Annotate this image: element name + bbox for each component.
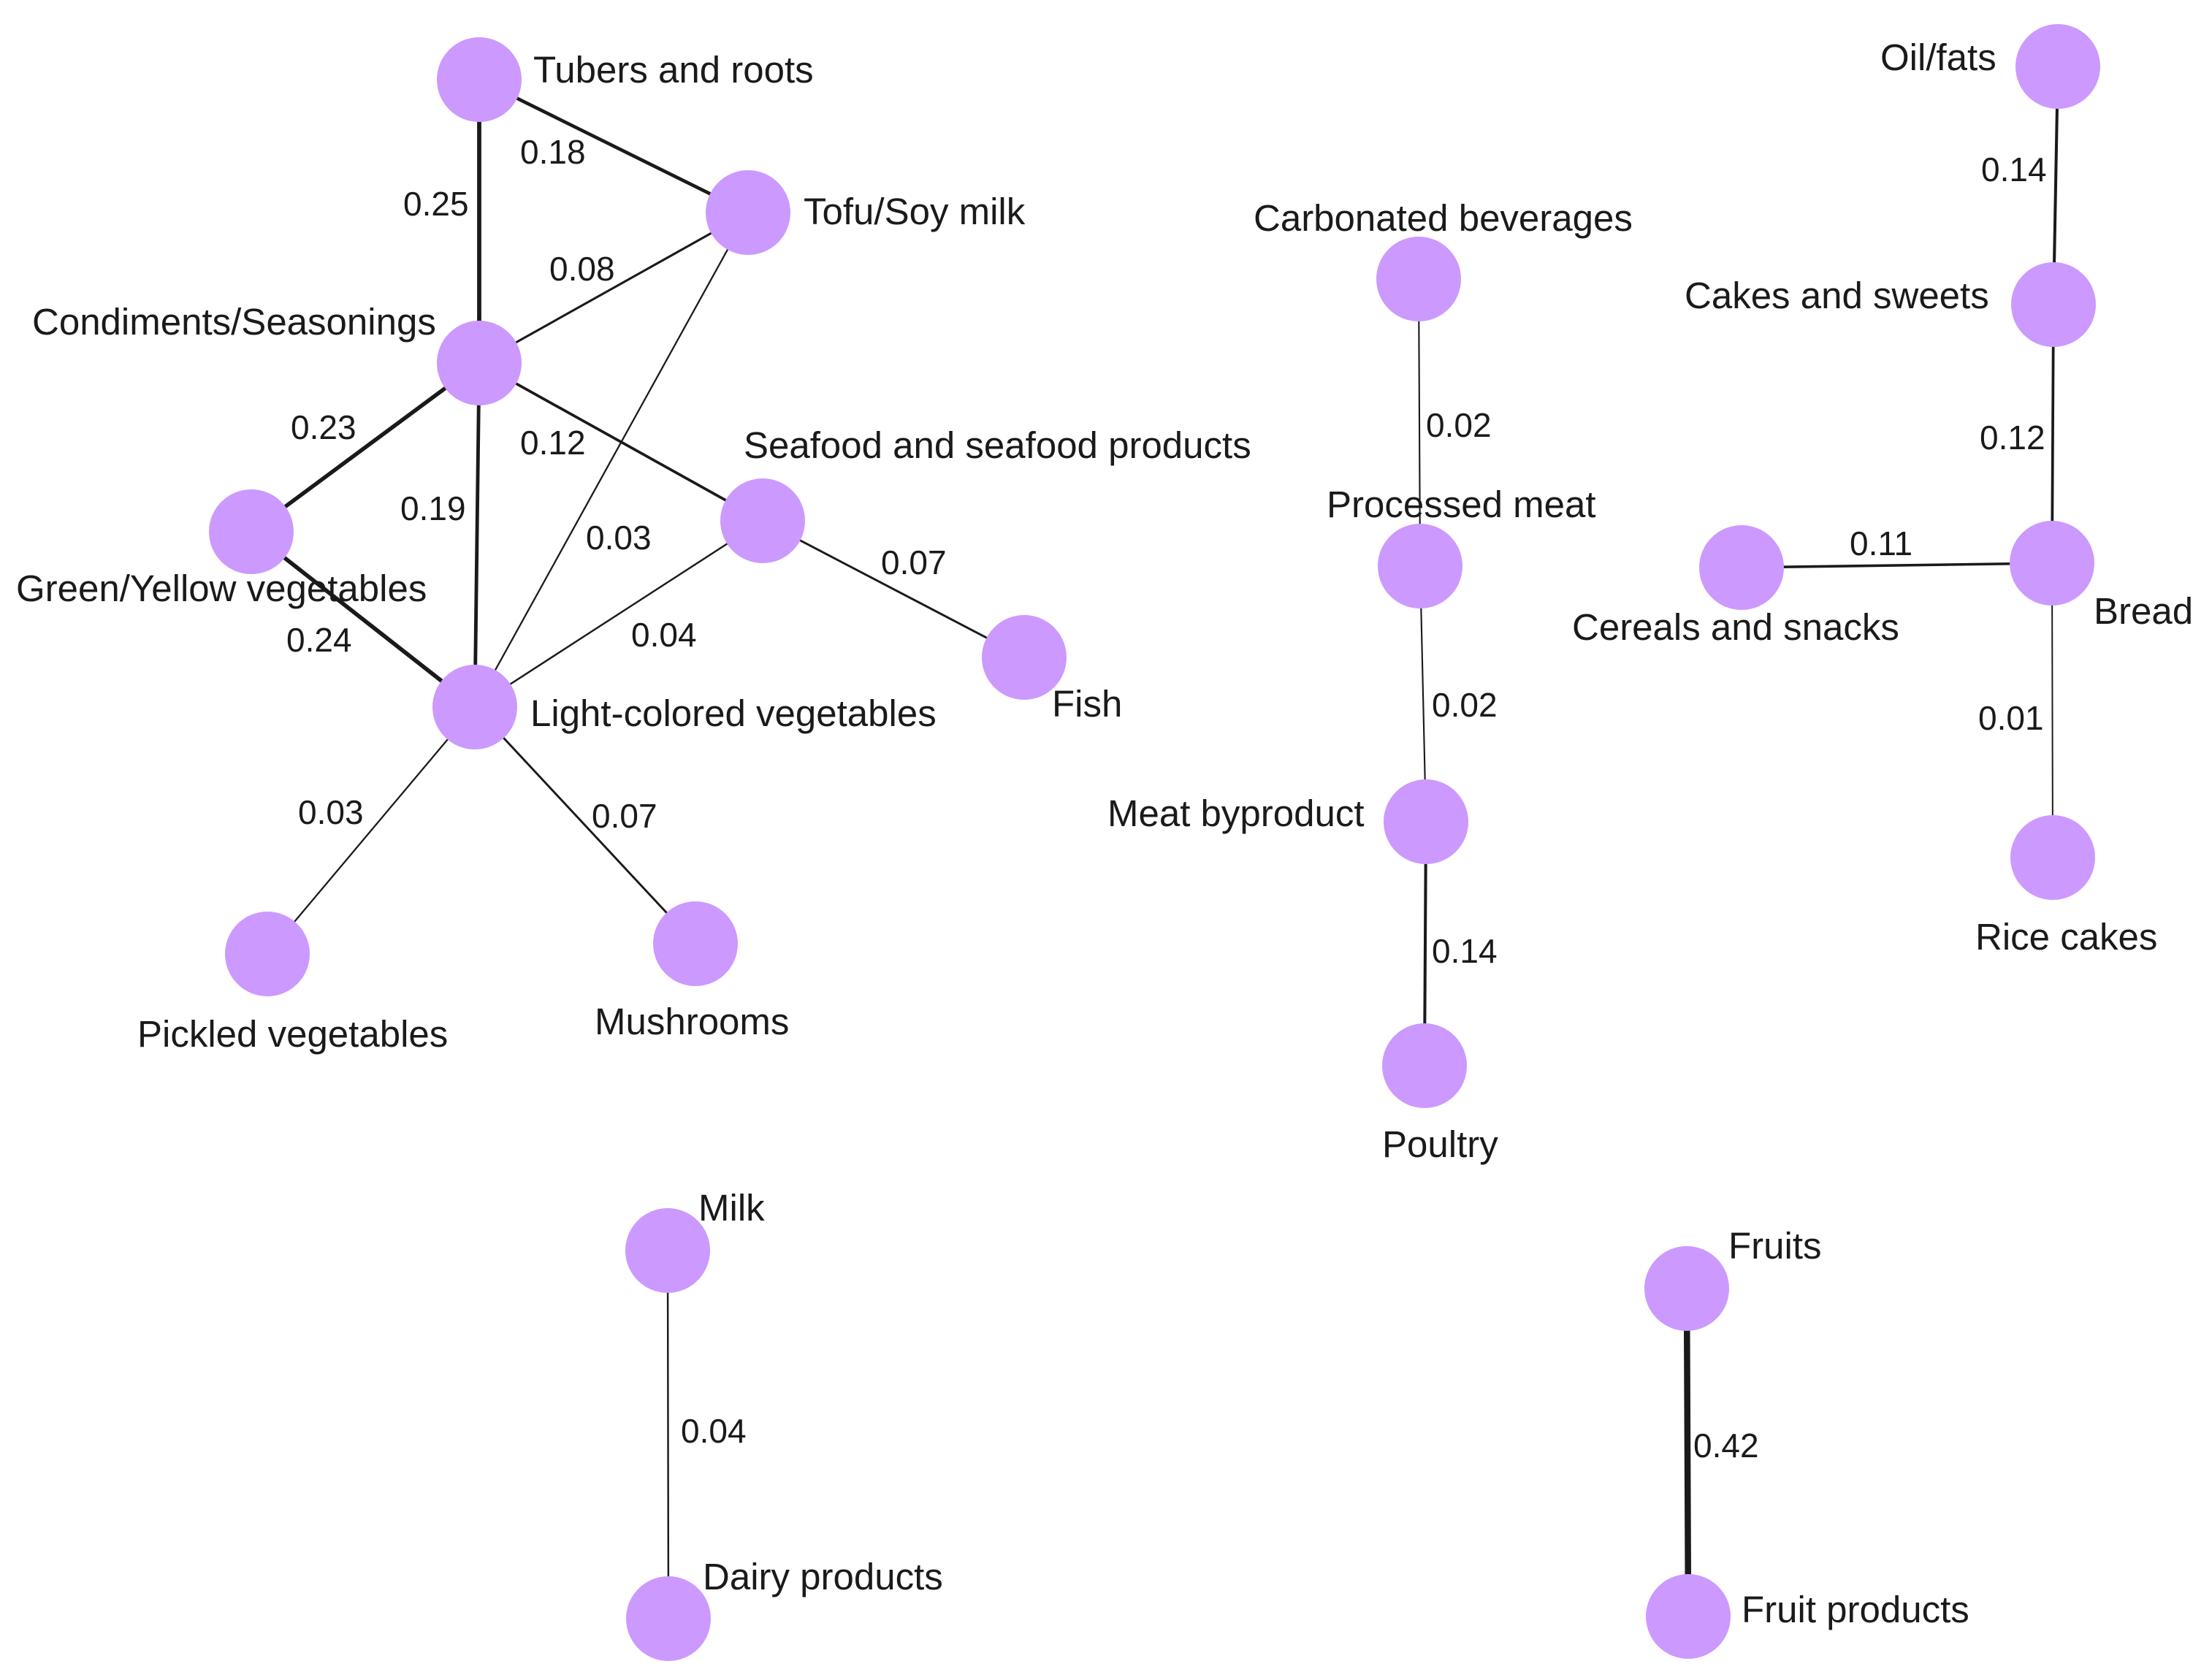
edge-weight-label: 0.11 <box>1850 524 1912 562</box>
edge-lightveg-mushrooms <box>473 706 697 944</box>
edge-weight-label: 0.08 <box>549 250 615 288</box>
edge-weight-label: 0.03 <box>586 519 652 557</box>
edge-weight-label: 0.14 <box>1432 932 1498 970</box>
node-label-light-colored-vegetables: Light-colored vegetables <box>530 692 937 734</box>
node-label-seafood-and-seafood-products: Seafood and seafood products <box>744 424 1251 466</box>
node-carbonated-beverages <box>1376 237 1461 321</box>
node-label-fruit-products: Fruit products <box>1742 1589 1969 1630</box>
edge-weight-label: 0.25 <box>403 185 469 223</box>
edge-weight-label: 0.19 <box>400 489 466 527</box>
edge-seafood-fish <box>762 519 1025 659</box>
node-light-colored-vegetables <box>432 665 517 749</box>
node-label-milk: Milk <box>698 1187 765 1229</box>
node-label-fruits: Fruits <box>1728 1225 1822 1267</box>
node-tubers-and-roots <box>437 37 522 122</box>
edge-weight-label: 0.12 <box>520 424 586 462</box>
edge-weight-label: 0.02 <box>1432 686 1498 724</box>
node-bread <box>2010 521 2094 606</box>
edge-condiments-seafood <box>478 362 763 522</box>
edge-weight-label: 0.12 <box>1980 419 2045 457</box>
node-meat-byproduct <box>1384 779 1468 864</box>
edge-cereals-bread <box>1741 562 2053 569</box>
node-label-dairy-products: Dairy products <box>703 1556 943 1597</box>
edge-greenyellow-lightveg <box>250 530 476 709</box>
node-label-green-yellow-vegetables: Green/Yellow vegetables <box>16 568 427 609</box>
node-fish <box>982 615 1067 700</box>
node-label-fish: Fish <box>1052 683 1122 725</box>
edge-seafood-lightveg <box>474 519 763 709</box>
node-processed-meat <box>1378 524 1462 608</box>
edge-weight-label: 0.01 <box>1978 699 2044 737</box>
edge-weight-label: 0.14 <box>1981 150 2047 188</box>
node-label-meat-byproduct: Meat byproduct <box>1107 793 1365 834</box>
node-label-pickled-vegetables: Pickled vegetables <box>137 1013 448 1055</box>
edge-processedmeat-meatbyproduct <box>1419 565 1427 822</box>
edge-weight-label: 0.07 <box>592 797 657 835</box>
node-label-oil-fats: Oil/fats <box>1880 37 1996 78</box>
node-oil-fats <box>2015 24 2100 109</box>
edge-weight-label: 0.42 <box>1693 1427 1759 1465</box>
edge-weight-label: 0.03 <box>298 793 364 831</box>
edge-weight-label: 0.18 <box>520 133 586 171</box>
edge-weight-label: 0.07 <box>881 543 947 581</box>
edge-weight-label: 0.02 <box>1426 406 1492 444</box>
node-label-mushrooms: Mushrooms <box>595 1001 789 1042</box>
edge-tofu-condiments <box>478 211 749 364</box>
edge-condiments-greenyellow <box>250 361 481 534</box>
node-label-cakes-and-sweets: Cakes and sweets <box>1685 275 1989 316</box>
node-fruits <box>1644 1246 1729 1331</box>
edge-tubers-tofu <box>478 77 750 215</box>
node-label-processed-meat: Processed meat <box>1327 484 1596 525</box>
node-label-bread: Bread <box>2094 590 2193 632</box>
edge-weight-label: 0.04 <box>631 616 697 654</box>
node-rice-cakes <box>2010 815 2095 900</box>
node-milk <box>625 1208 710 1293</box>
node-tofu-soy-milk <box>706 170 790 255</box>
edge-tofu-lightveg <box>474 212 749 708</box>
edge-weight-label: 0.04 <box>681 1412 747 1450</box>
edges-layer <box>250 66 2060 1619</box>
node-condiments-seasonings <box>437 321 522 405</box>
edge-carbonated-processedmeat <box>1417 278 1422 567</box>
node-poultry <box>1382 1023 1467 1108</box>
node-label-condiments-seasonings: Condiments/Seasonings <box>32 301 436 343</box>
edge-condiments-lightveg <box>473 362 481 708</box>
node-label-cereals-and-snacks: Cereals and snacks <box>1572 606 1899 648</box>
edge-labels-layer: 0.18 0.25 0.08 0.03 0.23 0.19 0.12 0.24 0.04 0.07… <box>286 133 2047 1465</box>
node-label-rice-cakes: Rice cakes <box>1975 916 2157 958</box>
edge-weight-label: 0.24 <box>286 621 352 659</box>
node-mushrooms <box>653 901 738 986</box>
edge-bread-ricecakes <box>2051 562 2053 858</box>
node-fruit-products <box>1646 1574 1731 1659</box>
node-label-tofu-soy-milk: Tofu/Soy milk <box>804 191 1026 232</box>
node-cereals-and-snacks <box>1699 525 1784 610</box>
edge-weight-label: 0.23 <box>291 408 356 446</box>
edge-lightveg-pickled <box>267 706 476 955</box>
node-label-tubers-and-roots: Tubers and roots <box>533 49 814 91</box>
node-seafood-and-seafood-products <box>720 478 805 563</box>
node-cakes-and-sweets <box>2011 262 2096 347</box>
edge-fruits-fruitproducts <box>1683 1288 1692 1617</box>
node-green-yellow-vegetables <box>209 489 294 574</box>
node-dairy-products <box>626 1576 711 1661</box>
edge-cakes-bread <box>2051 304 2055 564</box>
node-label-poultry: Poultry <box>1382 1123 1498 1165</box>
node-pickled-vegetables <box>225 912 310 996</box>
nodes-layer <box>209 24 2100 1661</box>
node-label-carbonated-beverages: Carbonated beverages <box>1254 197 1633 239</box>
